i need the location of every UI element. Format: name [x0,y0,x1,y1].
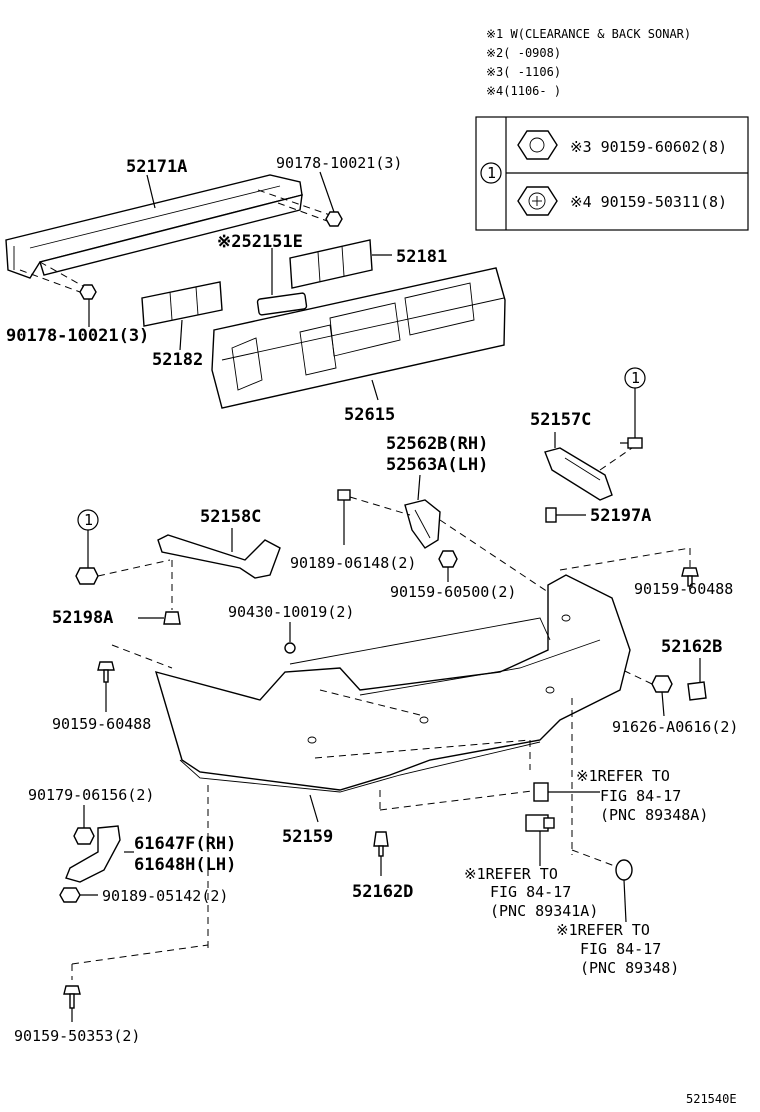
sensor-holder-1 [533,782,549,802]
label-90178-top: 90178-10021(3) [276,154,402,172]
ref-circle-legend [480,162,502,184]
ref-mark-a: 1 [631,369,640,387]
clip-52198A [163,611,181,625]
legend-row-2: ※4 90159-50311(8) [570,193,727,211]
label-52181: 52181 [396,247,447,267]
label-90159-60500: 90159-60500(2) [390,583,516,601]
clip-90430 [284,642,296,654]
note-3: ※3( -1106) [486,65,561,79]
refer2-line3: (PNC 89341A) [490,902,598,920]
nut-91626 [651,675,673,693]
bolt-upper-right [620,437,643,449]
nut-90179 [73,827,95,845]
label-52198A: 52198A [52,608,113,628]
label-90179: 90179-06156(2) [28,786,154,804]
reinforcement-52171A [5,174,303,279]
bumper-cover-52159 [154,574,631,793]
nut-icon [517,130,558,160]
bracket-61647F [65,825,121,883]
label-52157C: 52157C [530,410,591,430]
label-61647F: 61647F(RH) [134,834,236,854]
label-52158C: 52158C [200,507,261,527]
legend-ref-symbol: 1 [487,164,496,182]
refer3-line2: FIG 84-17 [580,940,661,958]
clip-52162D [373,831,389,857]
label-90159-50353: 90159-50353(2) [14,1027,140,1045]
sensor-holder-2 [525,814,555,832]
label-90159-60488-left: 90159-60488 [52,715,151,733]
label-52151E: ※252151E [217,232,303,252]
note-1: ※1 W(CLEARANCE & BACK SONAR) [486,27,691,41]
part-52181 [289,239,373,289]
label-90430: 90430-10019(2) [228,603,354,621]
refer2-line2: FIG 84-17 [490,883,571,901]
diagram-code: 521540E [686,1092,737,1106]
label-52563A: 52563A(LH) [386,455,488,475]
nut-90159-60500 [438,550,458,568]
refer1-line3: (PNC 89348A) [600,806,708,824]
screw-icon [517,186,558,216]
label-52182: 52182 [152,350,203,370]
bolt-90159-60488-right [681,567,699,587]
bolt-left [75,567,99,585]
bolt-90189-05142 [59,887,81,903]
label-52615: 52615 [344,405,395,425]
bolt-90159-50353 [63,985,81,1009]
refer1-line1: ※1REFER TO [576,767,670,785]
bracket-52157C [544,447,613,501]
label-90178-bot: 90178-10021(3) [6,326,149,346]
label-61648H: 61648H(LH) [134,855,236,875]
label-52562B: 52562B(RH) [386,434,488,454]
bolt-90189-06148 [337,489,351,501]
nut-90178-top [325,211,343,227]
part-52182 [141,281,223,327]
label-52171A: 52171A [126,157,187,177]
retainer-52562B [404,499,441,549]
ref-mark-b: 1 [84,511,93,529]
refer3-line3: (PNC 89348) [580,959,679,977]
label-52197A: 52197A [590,506,651,526]
spacer-52151E [256,292,308,316]
refer3-line1: ※1REFER TO [556,921,650,939]
note-2: ※2( -0908) [486,46,561,60]
label-90189-05142: 90189-05142(2) [102,887,228,905]
nut-90178-bot [79,284,97,300]
label-52159: 52159 [282,827,333,847]
bracket-52158C [157,534,281,579]
clip-52197A [545,507,557,523]
refer2-line1: ※1REFER TO [464,865,558,883]
legend-box: 1 ※3 90159-60602(8) ※4 90159-50311(8) [475,116,749,231]
label-90189-06148: 90189-06148(2) [290,554,416,572]
label-90159-60488-right: 90159-60488 [634,580,733,598]
legend-row-1: ※3 90159-60602(8) [570,138,727,156]
cover-52162B [687,681,707,701]
label-52162B: 52162B [661,637,722,657]
bolt-90159-60488-left [97,661,115,683]
label-52162D: 52162D [352,882,413,902]
note-4: ※4(1106- ) [486,84,561,98]
sensor-3 [615,859,633,881]
refer1-line2: FIG 84-17 [600,787,681,805]
absorber-52615 [211,267,506,409]
label-91626: 91626-A0616(2) [612,718,738,736]
